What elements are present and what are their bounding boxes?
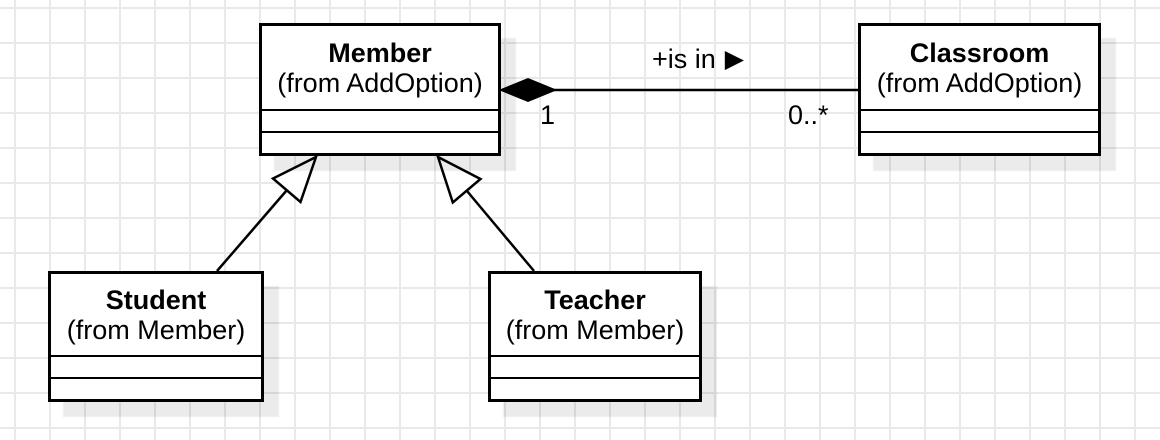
composition-diamond-icon xyxy=(498,77,558,103)
association-name-text: +is in xyxy=(651,44,716,74)
generalization-arrowhead-icon xyxy=(435,154,483,205)
attributes-compartment xyxy=(51,355,261,377)
class-title: Student (from Member) xyxy=(51,274,261,355)
operations-compartment xyxy=(861,131,1098,153)
operations-compartment xyxy=(262,131,498,153)
class-teacher[interactable]: Teacher (from Member) xyxy=(488,271,702,402)
class-from-label: (from Member) xyxy=(66,314,246,345)
class-classroom[interactable]: Classroom (from AddOption) xyxy=(858,23,1101,156)
class-name: Student xyxy=(105,284,207,315)
class-from-label: (from AddOption) xyxy=(876,67,1083,98)
multiplicity-source-label[interactable]: 1 xyxy=(540,100,556,130)
class-name: Classroom xyxy=(909,37,1050,68)
class-name: Member xyxy=(328,37,432,68)
attributes-compartment xyxy=(262,109,498,131)
class-from-label: (from Member) xyxy=(505,314,685,345)
class-title: Member (from AddOption) xyxy=(262,26,498,109)
attributes-compartment xyxy=(861,109,1098,131)
class-title: Teacher (from Member) xyxy=(491,274,699,355)
generalization-arrowhead-icon xyxy=(270,154,319,205)
class-member[interactable]: Member (from AddOption) xyxy=(259,23,501,156)
association-name-label[interactable]: +is in ▶ xyxy=(598,44,798,74)
class-from-label: (from AddOption) xyxy=(277,67,483,98)
multiplicity-target-label[interactable]: 0..* xyxy=(788,100,829,130)
class-student[interactable]: Student (from Member) xyxy=(48,271,264,402)
operations-compartment xyxy=(491,377,699,399)
generalization-line-teacher[interactable] xyxy=(466,190,535,272)
direction-arrow-icon: ▶ xyxy=(724,45,745,73)
attributes-compartment xyxy=(491,355,699,377)
class-title: Classroom (from AddOption) xyxy=(861,26,1098,109)
class-name: Teacher xyxy=(544,284,646,315)
operations-compartment xyxy=(51,377,261,399)
generalization-line-student[interactable] xyxy=(216,189,288,272)
